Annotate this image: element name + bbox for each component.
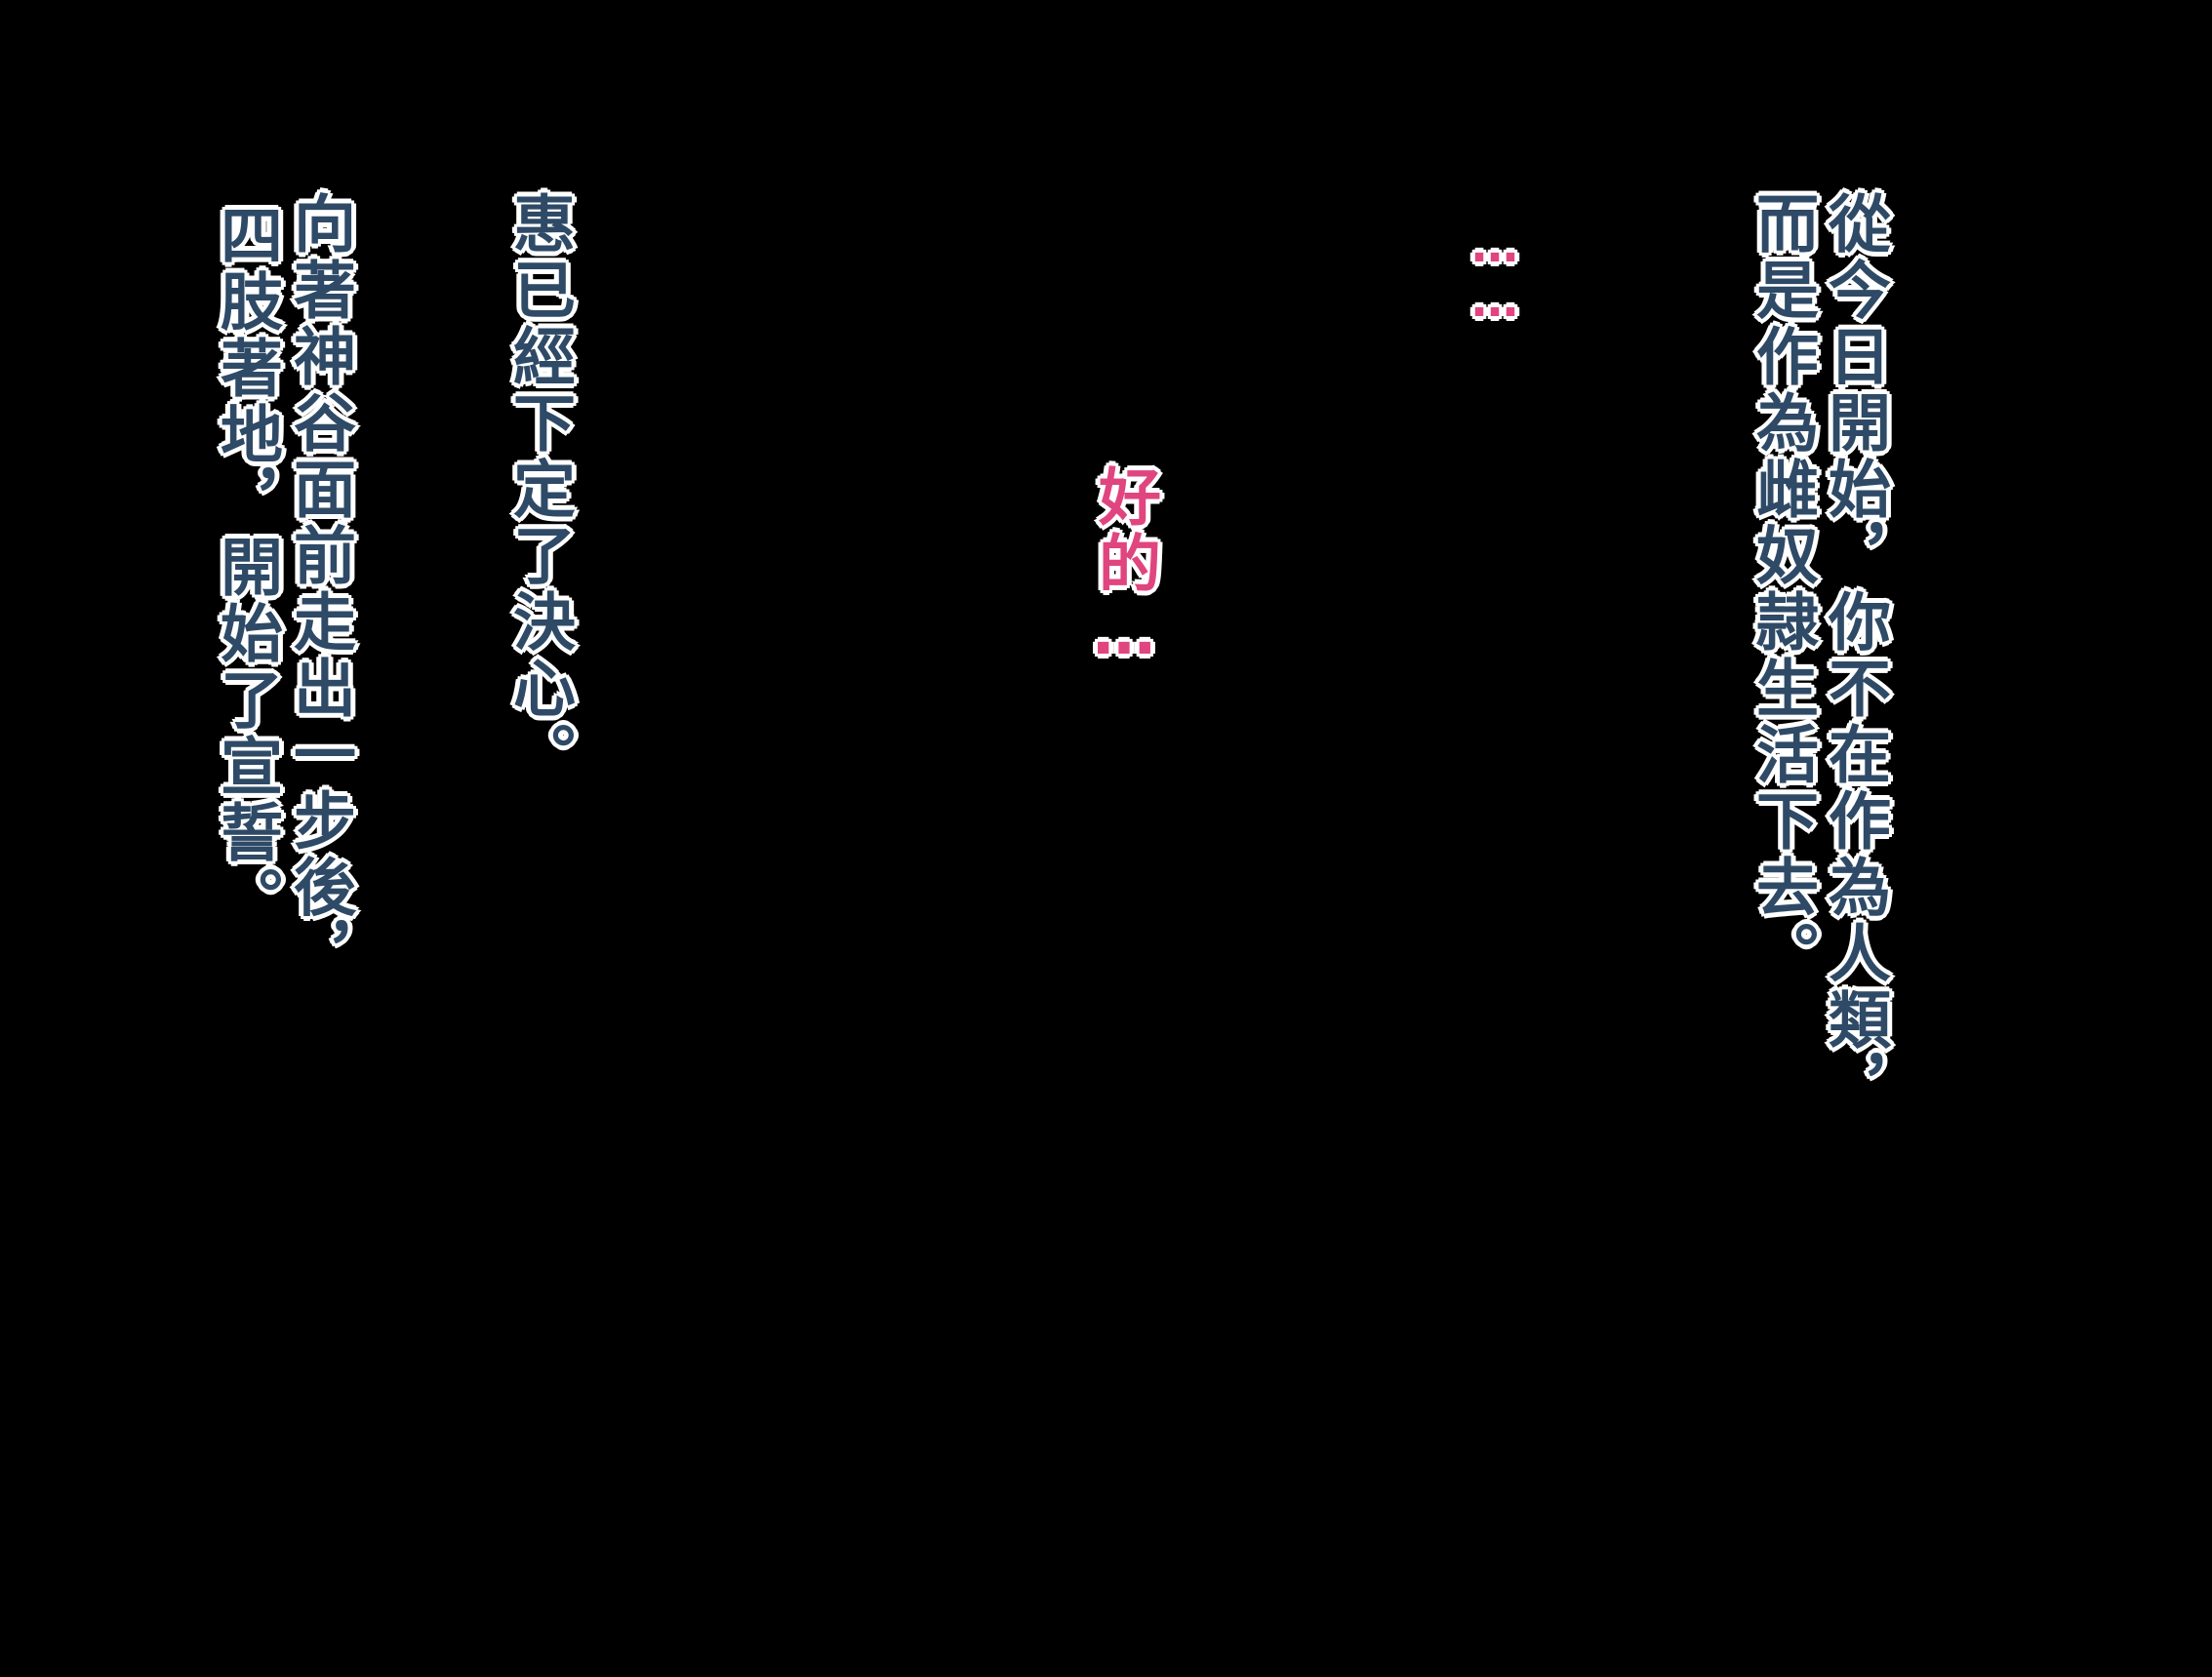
narration-line-1: 從今日開始，你不在作為人類， <box>1818 191 1890 1120</box>
dialogue-text: 好的… <box>1088 464 1160 673</box>
ellipsis-text: …… <box>1468 219 1522 328</box>
narration-line-4: 向著神谷面前走出一步後， <box>283 191 355 987</box>
narration-line-2: 而是作為雌奴隷生活下去。 <box>1746 191 1818 987</box>
narration-line-5: 四肢著地，開始了宣誓。 <box>210 203 282 933</box>
narration-line-3: 惠已經下定了決心。 <box>503 191 575 788</box>
